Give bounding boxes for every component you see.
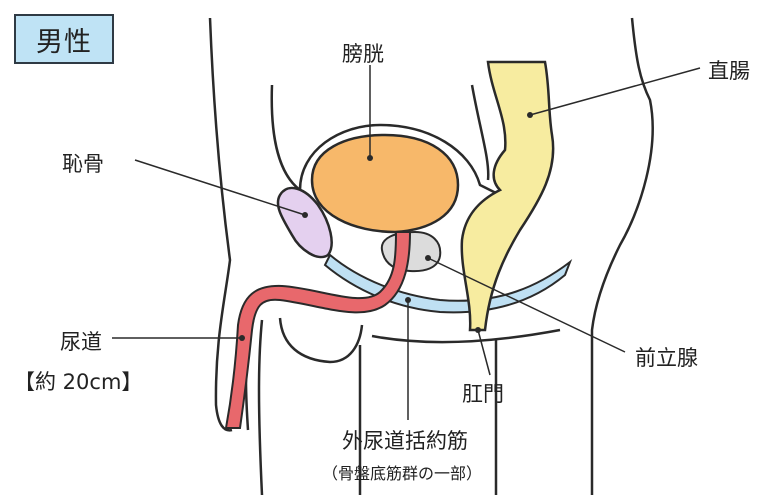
urethra — [226, 232, 410, 428]
dot-urethra — [239, 335, 245, 341]
prostate — [382, 232, 440, 271]
pelvic-curve-left — [272, 85, 300, 190]
dot-anus — [475, 327, 481, 333]
dot-bladder — [367, 155, 373, 161]
bladder — [312, 135, 458, 232]
label-anus: 肛門 — [462, 378, 504, 408]
label-urethra: 尿道 — [60, 326, 102, 356]
pelvic-curve-right — [472, 85, 488, 180]
label-rectum: 直腸 — [708, 55, 750, 85]
dot-external-sphincter — [405, 297, 411, 303]
label-bladder: 膀胱 — [342, 38, 384, 68]
thigh-line — [259, 320, 262, 495]
label-external-sphincter-note: （骨盤底筋群の一部） — [322, 460, 482, 484]
body-outline-left — [210, 18, 232, 430]
leader-anus — [478, 330, 490, 375]
dot-pubic-bone — [302, 212, 308, 218]
title: 男性 — [36, 20, 92, 59]
label-external-sphincter: 外尿道括約筋 — [342, 425, 468, 455]
label-pubic-bone: 恥骨 — [62, 148, 104, 178]
dot-prostate — [425, 255, 431, 261]
perineum-line — [372, 330, 560, 342]
scrotum-outline — [280, 318, 362, 362]
title-box: 男性 — [14, 14, 114, 64]
label-urethra-length: 【約 20cm】 — [14, 366, 142, 396]
label-prostate: 前立腺 — [635, 342, 698, 372]
leader-rectum — [530, 68, 700, 115]
dot-rectum — [527, 112, 533, 118]
